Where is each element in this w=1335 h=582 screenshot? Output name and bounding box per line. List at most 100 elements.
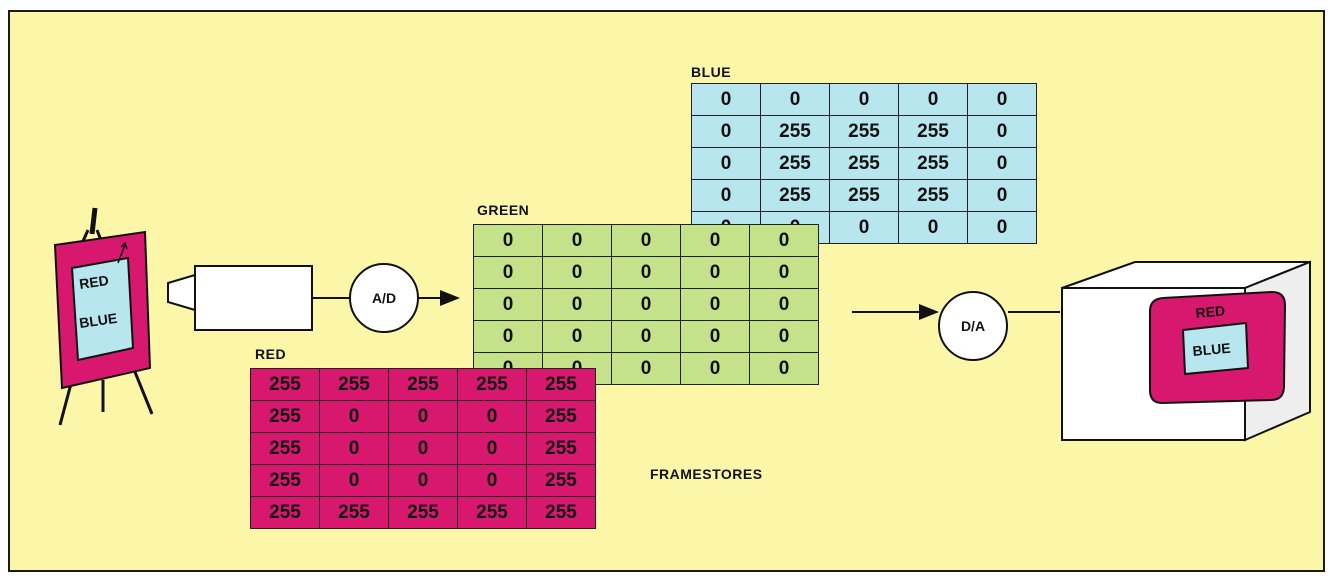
green-framestore-cell: 0 — [749, 320, 819, 353]
red-framestore-cell: 0 — [319, 464, 389, 497]
red-framestore-cell: 255 — [526, 432, 596, 465]
blue-framestore-cell: 0 — [691, 115, 761, 148]
green-framestore-cell: 0 — [680, 256, 750, 289]
blue-framestore-cell: 0 — [967, 211, 1037, 244]
green-framestore-label: GREEN — [477, 202, 530, 218]
monitor-red-label: RED — [1195, 302, 1226, 321]
blue-framestore-cell: 255 — [760, 179, 830, 212]
blue-framestore-cell: 0 — [691, 179, 761, 212]
blue-framestore-cell: 0 — [829, 83, 899, 116]
red-framestore-cell: 255 — [457, 368, 527, 401]
green-framestore-cell: 0 — [680, 288, 750, 321]
green-framestore-cell: 0 — [542, 288, 612, 321]
blue-framestore-cell: 0 — [691, 147, 761, 180]
da-converter-circle — [938, 291, 1008, 361]
red-framestore-cell: 255 — [250, 432, 320, 465]
blue-framestore-cell: 255 — [829, 179, 899, 212]
blue-framestore-cell: 255 — [829, 147, 899, 180]
blue-framestore-cell: 255 — [898, 147, 968, 180]
blue-framestore-label: BLUE — [691, 64, 732, 80]
easel-red-label: RED — [78, 272, 110, 292]
red-framestore-cell: 255 — [388, 496, 458, 529]
green-framestore-cell: 0 — [473, 224, 543, 257]
monitor-icon — [1061, 260, 1311, 442]
blue-framestore-cell: 0 — [898, 211, 968, 244]
red-framestore-cell: 0 — [457, 464, 527, 497]
red-framestore-cell: 0 — [319, 400, 389, 433]
easel-icon — [53, 207, 154, 426]
ad-converter-label: A/D — [372, 290, 396, 306]
easel-blue-label: BLUE — [78, 310, 118, 331]
red-framestore-cell: 0 — [388, 464, 458, 497]
framestores-caption: FRAMESTORES — [650, 466, 763, 482]
ad-converter-circle — [349, 263, 419, 333]
green-framestore-cell: 0 — [473, 320, 543, 353]
green-framestore-cell: 0 — [611, 256, 681, 289]
red-framestore-cell: 0 — [388, 432, 458, 465]
blue-framestore-cell: 0 — [760, 83, 830, 116]
green-framestore-cell: 0 — [611, 224, 681, 257]
red-framestore-cell: 0 — [457, 432, 527, 465]
red-framestore-cell: 255 — [319, 368, 389, 401]
green-framestore-cell: 0 — [473, 256, 543, 289]
blue-framestore-cell: 0 — [967, 179, 1037, 212]
blue-framestore-cell: 255 — [898, 115, 968, 148]
green-framestore-cell: 0 — [473, 288, 543, 321]
blue-framestore-cell: 255 — [829, 115, 899, 148]
green-framestore-cell: 0 — [611, 320, 681, 353]
blue-framestore-cell: 0 — [829, 211, 899, 244]
green-framestore-cell: 0 — [749, 352, 819, 385]
green-framestore-cell: 0 — [680, 224, 750, 257]
red-framestore-cell: 255 — [250, 464, 320, 497]
red-framestore-cell: 255 — [319, 496, 389, 529]
monitor-blue-label: BLUE — [1192, 340, 1231, 359]
blue-framestore-cell: 0 — [967, 147, 1037, 180]
red-framestore-cell: 255 — [250, 496, 320, 529]
green-framestore-cell: 0 — [611, 352, 681, 385]
red-framestore-cell: 255 — [526, 464, 596, 497]
red-framestore-cell: 255 — [457, 496, 527, 529]
red-framestore-cell: 255 — [526, 368, 596, 401]
red-framestore-cell: 255 — [250, 400, 320, 433]
da-converter-label: D/A — [961, 318, 985, 334]
red-framestore-cell: 255 — [250, 368, 320, 401]
green-framestore-cell: 0 — [749, 224, 819, 257]
green-framestore-cell: 0 — [542, 320, 612, 353]
red-framestore-cell: 0 — [319, 432, 389, 465]
blue-framestore-cell: 0 — [967, 115, 1037, 148]
red-framestore-cell: 255 — [388, 368, 458, 401]
blue-framestore-cell: 255 — [760, 115, 830, 148]
green-framestore-cell: 0 — [542, 256, 612, 289]
red-framestore-cell: 0 — [388, 400, 458, 433]
red-framestore-cell: 0 — [457, 400, 527, 433]
green-framestore-cell: 0 — [542, 224, 612, 257]
blue-framestore-cell: 255 — [898, 179, 968, 212]
green-framestore-cell: 0 — [749, 288, 819, 321]
red-framestore-label: RED — [255, 346, 287, 362]
blue-framestore-cell: 0 — [691, 83, 761, 116]
blue-framestore-cell: 0 — [967, 83, 1037, 116]
camera-icon — [167, 265, 313, 331]
green-framestore-cell: 0 — [611, 288, 681, 321]
green-framestore-cell: 0 — [680, 352, 750, 385]
green-framestore-cell: 0 — [680, 320, 750, 353]
red-framestore-cell: 255 — [526, 400, 596, 433]
blue-framestore-cell: 255 — [760, 147, 830, 180]
